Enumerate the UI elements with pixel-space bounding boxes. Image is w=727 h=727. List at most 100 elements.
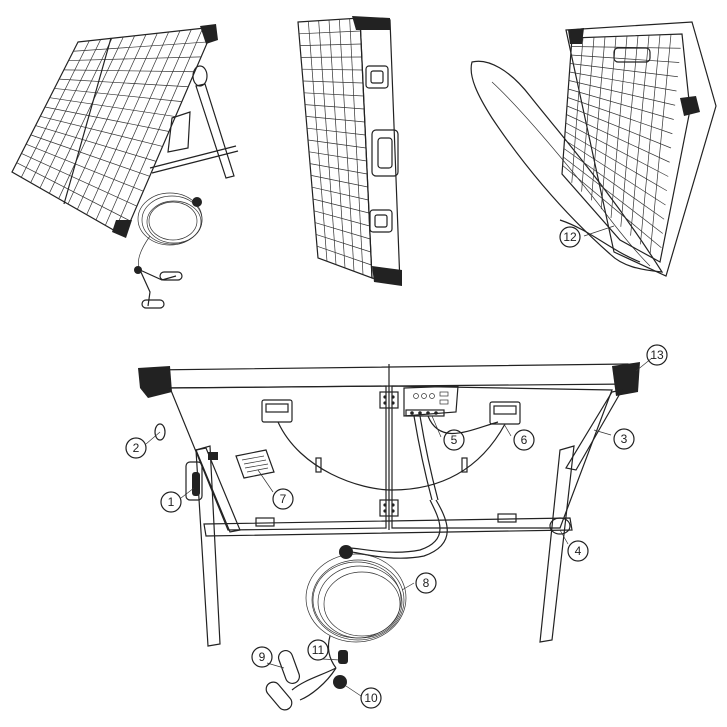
- cell-line: [314, 222, 371, 240]
- kickstand-leg-right: [539, 445, 575, 643]
- cell-line: [16, 162, 131, 222]
- view-panel-standing: [11, 24, 239, 309]
- cell-line: [313, 210, 370, 227]
- svg-text:5: 5: [451, 433, 458, 447]
- battery-clips: [265, 650, 348, 711]
- view-panel-in-case: [470, 21, 717, 277]
- cell-line: [569, 71, 677, 92]
- svg-text:3: 3: [621, 432, 628, 446]
- cell-line: [570, 63, 678, 78]
- cell-line: [567, 97, 673, 135]
- charge-controller: [403, 385, 459, 417]
- corner-protector: [680, 96, 700, 116]
- latch: [365, 65, 389, 89]
- cell-line: [35, 125, 157, 162]
- callout-12: 12: [559, 226, 581, 248]
- kickstand-brace: [195, 447, 241, 533]
- corner-protector: [352, 16, 390, 30]
- cell-line: [30, 134, 150, 177]
- cell-line: [311, 186, 369, 201]
- spec-label: [235, 449, 275, 479]
- junction-box: [489, 401, 521, 425]
- callout-10: 10: [360, 687, 382, 709]
- coiled-cable: [137, 192, 203, 271]
- carrying-case-flap: [470, 60, 664, 273]
- corner-protector: [112, 220, 132, 238]
- junction-box: [261, 399, 293, 423]
- cell-line: [40, 115, 163, 147]
- svg-text:4: 4: [575, 544, 582, 558]
- svg-text:2: 2: [133, 441, 140, 455]
- callout-13: 13: [646, 344, 668, 366]
- corner-protector: [372, 266, 402, 286]
- leg-lock: [549, 517, 571, 535]
- coiled-extension-cable: [305, 545, 407, 669]
- panel-fold-line: [63, 37, 112, 205]
- carry-handle: [613, 47, 651, 63]
- solar-cell-grid: [562, 34, 681, 254]
- kickstand-leg: [195, 83, 235, 179]
- panel-back-left: [169, 385, 387, 531]
- cell-line: [565, 122, 669, 177]
- cell-line: [566, 105, 672, 149]
- output-cable: [349, 499, 441, 553]
- callout-5: 5: [443, 429, 465, 451]
- cell-line: [303, 92, 364, 97]
- corner-protector: [568, 28, 584, 44]
- folded-edge-frame: [359, 17, 401, 285]
- callout-11: 11: [307, 639, 329, 661]
- cell-line: [54, 88, 182, 102]
- cell-line: [301, 68, 363, 71]
- cell-line: [563, 148, 665, 220]
- cell-line: [564, 139, 666, 206]
- svg-text:13: 13: [650, 348, 664, 362]
- svg-text:6: 6: [521, 433, 528, 447]
- view-panel-folded: [297, 16, 402, 286]
- cell-line: [312, 198, 370, 214]
- cell-line: [308, 151, 367, 162]
- leader-lines: [145, 225, 653, 697]
- cell-line: [568, 80, 676, 106]
- cable-clip: [315, 457, 322, 473]
- callout-7: 7: [272, 488, 294, 510]
- cell-line: [309, 163, 368, 175]
- corner-protector: [612, 362, 640, 396]
- cell-line: [563, 156, 663, 234]
- battery-clips: [134, 266, 183, 309]
- cell-line: [59, 78, 189, 88]
- carry-handle: [167, 111, 191, 153]
- kickstand-brace: [149, 145, 237, 169]
- svg-text:12: 12: [563, 230, 577, 244]
- cable-clip: [461, 457, 468, 473]
- corner-protector: [200, 24, 218, 44]
- kickstand-leg-left: [195, 445, 221, 647]
- cell-line: [307, 139, 367, 149]
- cell-line: [298, 30, 361, 35]
- panel-front-face: [561, 33, 691, 263]
- svg-text:7: 7: [280, 492, 287, 506]
- cell-line: [63, 69, 195, 73]
- callout-3: 3: [613, 428, 635, 450]
- cell-line: [562, 165, 662, 249]
- callout-9: 9: [251, 646, 273, 668]
- hinge: [379, 391, 399, 409]
- kickstand-brace: [565, 389, 624, 471]
- hinge-ring: [154, 423, 166, 441]
- svg-text:8: 8: [423, 576, 430, 590]
- svg-text:1: 1: [168, 495, 175, 509]
- panel-wiring: [277, 421, 506, 491]
- callout-6: 6: [513, 429, 535, 451]
- latch: [369, 209, 393, 233]
- cell-line: [73, 41, 208, 52]
- cell-line: [49, 97, 176, 117]
- top-frame-bar: [149, 363, 633, 389]
- cell-line: [566, 114, 670, 163]
- hinge-ring: [192, 65, 208, 87]
- bottom-frame-bar: [203, 517, 573, 537]
- cell-line: [316, 245, 372, 266]
- panel-back-right: [391, 385, 613, 529]
- callout-4: 4: [567, 540, 589, 562]
- cell-line: [571, 46, 681, 49]
- cell-line: [68, 56, 202, 61]
